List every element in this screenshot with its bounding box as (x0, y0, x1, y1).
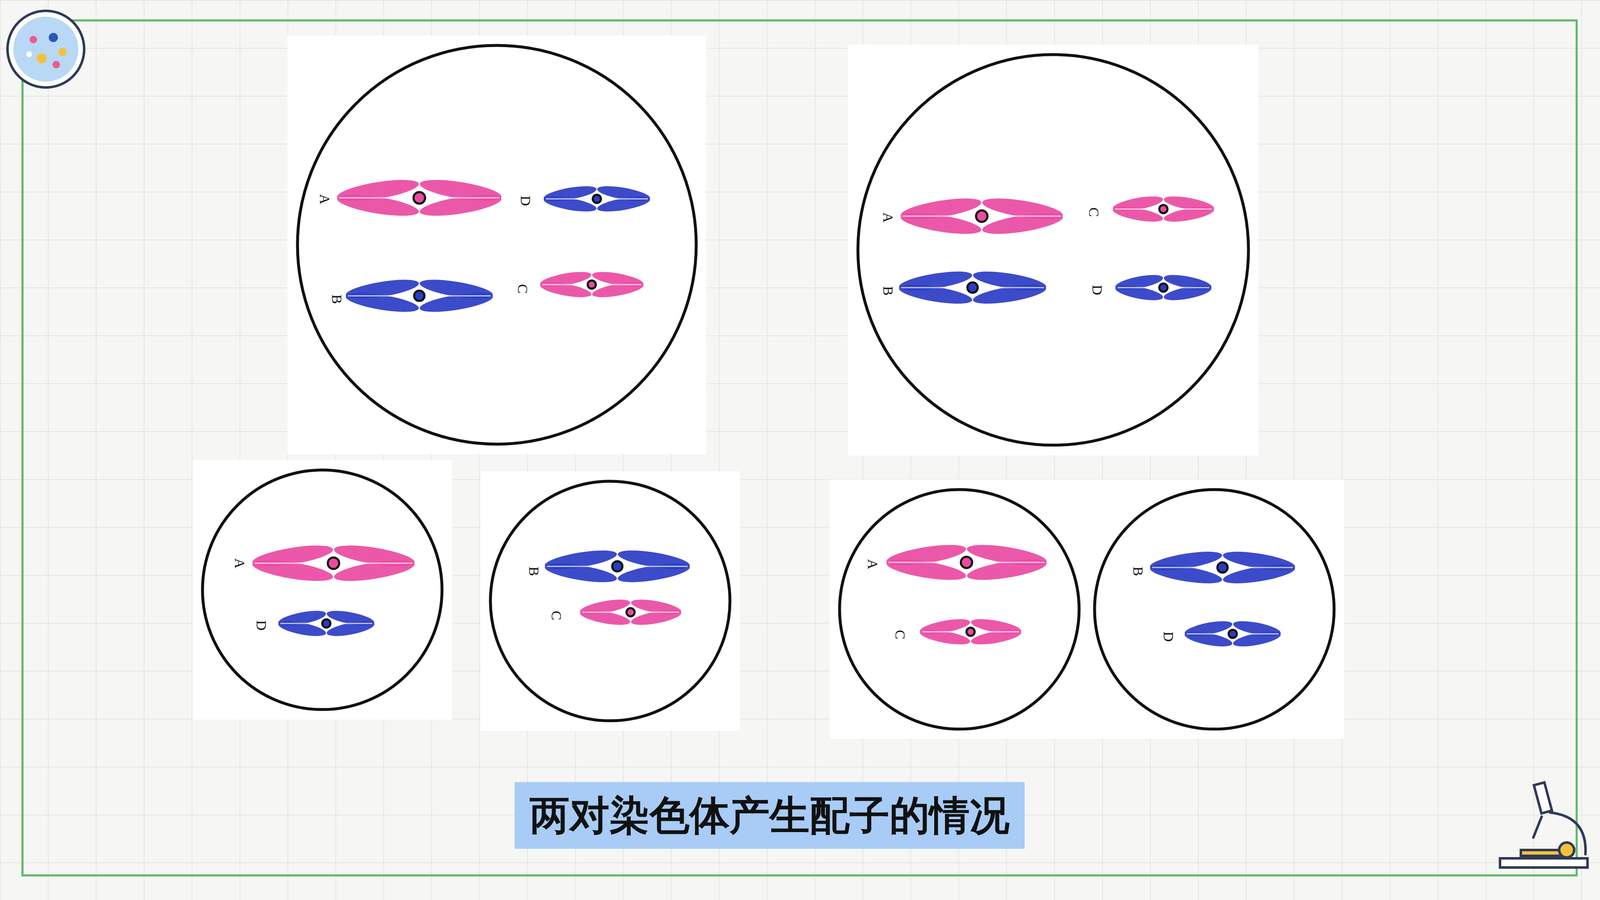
chromosome-label: C (515, 284, 530, 294)
chromosome-label: C (1086, 207, 1101, 218)
cell-outline (1084, 479, 1345, 740)
dish-icon (7, 10, 85, 88)
chromosome-label: A (317, 193, 332, 205)
cell: BC (480, 471, 740, 731)
cell-outline (192, 460, 453, 720)
cell-outline (829, 479, 1090, 740)
cell-outline (480, 471, 740, 731)
chromosome-label: B (526, 566, 541, 577)
cell: A C B D (847, 44, 1259, 455)
chromosome (918, 615, 1023, 648)
chromosome (335, 175, 503, 221)
chromosome-label: B (880, 286, 895, 296)
chromosome-label: D (254, 620, 269, 631)
chromosome (1111, 193, 1215, 225)
chromosome-label: A (232, 558, 247, 569)
chromosome-label: B (329, 294, 344, 304)
chromosome-label: C (549, 610, 564, 620)
chromosome (1183, 617, 1282, 650)
cell: AD (192, 460, 453, 720)
chromosome-label: C (892, 630, 908, 640)
cell-outline (287, 35, 707, 455)
caption: 两对染色体产生配子的情况 (514, 782, 1025, 849)
chromosome (1148, 547, 1297, 588)
chromosome-label: B (1130, 566, 1145, 577)
cell: BD (1084, 479, 1345, 740)
chromosome (543, 546, 692, 586)
cell-outline (847, 44, 1259, 455)
chromosome (1114, 272, 1213, 304)
chromosome-label: D (1090, 284, 1105, 295)
chromosome-label: A (880, 212, 895, 223)
microscope-icon (1500, 782, 1588, 868)
chromosome (578, 596, 683, 628)
chromosome (344, 276, 494, 316)
chromosome-label: D (1161, 631, 1176, 643)
chromosome-label: D (518, 195, 533, 207)
chromosome (251, 541, 417, 585)
cell: AC (829, 479, 1090, 740)
chromosome (885, 540, 1048, 584)
chromosome (277, 607, 376, 640)
chromosome (539, 269, 645, 301)
chromosome-label: A (865, 559, 880, 570)
frame (22, 20, 1577, 876)
chromosome (542, 183, 652, 215)
cell: A D B C (287, 35, 707, 455)
chromosome (897, 267, 1048, 308)
chromosome (899, 194, 1065, 239)
